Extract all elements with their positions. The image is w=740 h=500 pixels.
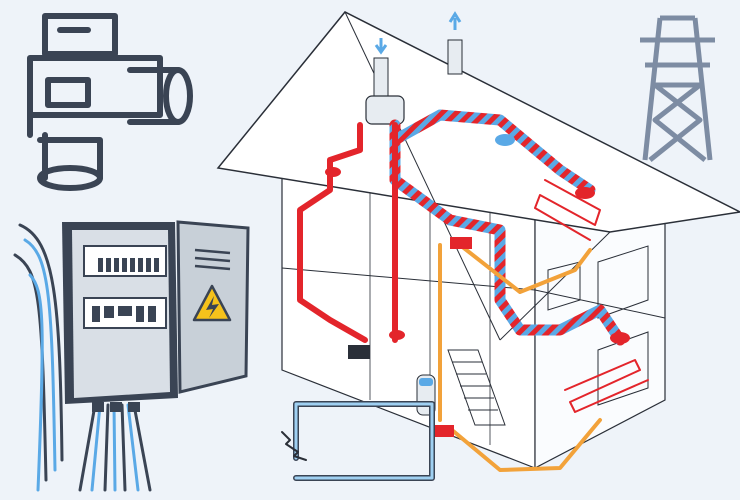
- electrical-panel-icon: [13, 220, 250, 492]
- air-outlet-arrow-icon: [448, 11, 462, 30]
- ground-loop-icon: [281, 401, 435, 481]
- power-pylon-icon: [640, 15, 715, 162]
- pipe-fitting-icon: [27, 13, 193, 191]
- air-inlet-arrow-icon: [374, 38, 388, 55]
- house-cutaway: [216, 11, 740, 472]
- high-voltage-warning-icon: [192, 284, 232, 322]
